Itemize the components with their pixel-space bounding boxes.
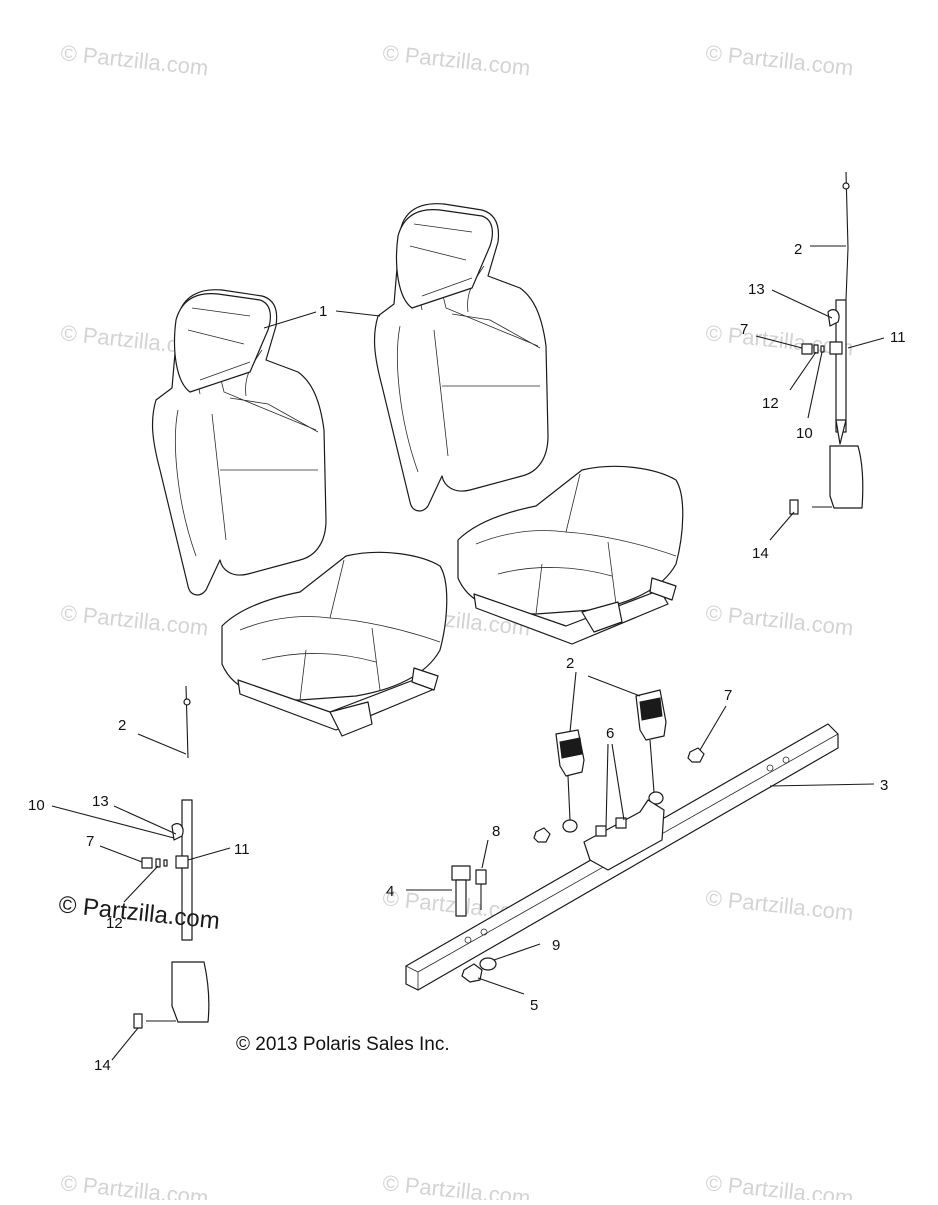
callout-long-bolt: 4 bbox=[386, 883, 394, 900]
belt-retractor-body bbox=[835, 299, 847, 433]
long-bolt-head bbox=[451, 865, 471, 881]
belt-assembly-top-right bbox=[789, 171, 864, 515]
callout-washer: 9 bbox=[552, 937, 560, 954]
callout-belt: 2 bbox=[118, 717, 126, 734]
callout-washer: 13 bbox=[92, 793, 109, 810]
crossbar-hole bbox=[782, 756, 790, 764]
belt-anchor-plate bbox=[171, 961, 210, 1023]
stud-head bbox=[475, 869, 487, 885]
callout-belt: 2 bbox=[794, 241, 802, 258]
seat-left bbox=[151, 289, 448, 737]
callout-buckle: 2 bbox=[566, 655, 574, 672]
belt-nut bbox=[829, 341, 843, 355]
belt-bolt bbox=[141, 857, 153, 869]
watermark: © Partzilla.com bbox=[704, 40, 854, 80]
callout-screw: 14 bbox=[94, 1057, 111, 1074]
callout-bushing: 10 bbox=[28, 797, 45, 814]
watermark: © Partzilla.com bbox=[59, 40, 209, 80]
callout-nut: 11 bbox=[890, 329, 906, 346]
seat-right bbox=[373, 203, 684, 645]
bracket-bolt bbox=[595, 825, 607, 837]
callout-screw: 14 bbox=[752, 545, 769, 562]
belt-clip bbox=[827, 309, 840, 327]
seat-cushion-seams bbox=[239, 559, 441, 701]
belt-spacer bbox=[813, 344, 819, 354]
callout-crossbar: 3 bbox=[880, 777, 888, 794]
belt-bushing bbox=[820, 345, 825, 353]
buckle-eye bbox=[562, 819, 578, 833]
washer bbox=[479, 957, 497, 971]
belt-guide bbox=[842, 182, 850, 190]
seat-headrest bbox=[173, 293, 271, 393]
watermark: © Partzilla.com bbox=[704, 600, 854, 640]
watermark: © Partzilla.com bbox=[59, 600, 209, 640]
seat-headrest bbox=[395, 209, 493, 309]
seat-slider bbox=[329, 701, 373, 737]
copyright-notice: © 2013 Polaris Sales Inc. bbox=[236, 1034, 450, 1055]
seat-slider bbox=[649, 577, 677, 601]
belt-assembly-left bbox=[133, 685, 210, 1029]
belt-bolt bbox=[801, 343, 813, 355]
callout-spacer: 12 bbox=[762, 395, 779, 412]
bracket-bolt bbox=[615, 817, 627, 829]
partzilla-watermark: © Partzilla.com bbox=[57, 891, 221, 935]
belt-anchor-plate bbox=[829, 445, 864, 509]
belt-bushing bbox=[163, 859, 168, 867]
callout-stud: 8 bbox=[492, 823, 500, 840]
watermark: © Partzilla.com bbox=[59, 1170, 209, 1200]
belt-screw-head bbox=[789, 499, 799, 515]
belt-strap-end bbox=[835, 419, 847, 445]
belt-strap bbox=[185, 685, 189, 759]
belt-spacer bbox=[155, 858, 161, 868]
watermark: © Partzilla.com bbox=[381, 1170, 531, 1200]
belt-guide bbox=[183, 698, 191, 706]
long-bolt-shaft bbox=[455, 879, 467, 917]
crossbar-hole bbox=[480, 928, 488, 936]
callout-bracket-bolts: 6 bbox=[606, 725, 614, 742]
callout-nut: 11 bbox=[234, 841, 250, 858]
belt-screw-head bbox=[133, 1013, 143, 1029]
callout-nut: 7 bbox=[724, 687, 732, 704]
buckle-button bbox=[639, 697, 663, 721]
belt-clip bbox=[171, 823, 184, 841]
seat-slider bbox=[581, 601, 623, 633]
buckle-button bbox=[559, 737, 583, 759]
callout-washer: 13 bbox=[748, 281, 765, 298]
hex-nut bbox=[533, 827, 551, 843]
seat-slider bbox=[411, 667, 439, 691]
buckle-eye bbox=[648, 791, 664, 805]
flange-nut bbox=[461, 963, 483, 983]
belt-retractor-body bbox=[181, 799, 193, 941]
watermark: © Partzilla.com bbox=[381, 40, 531, 80]
seat-headrest-seams bbox=[409, 223, 473, 297]
callout-spacer: 12 bbox=[106, 915, 123, 932]
buckle-assembly bbox=[555, 689, 667, 833]
callout-bolt: 7 bbox=[86, 833, 94, 850]
callout-bushing: 10 bbox=[796, 425, 813, 442]
belt-strap bbox=[845, 247, 849, 301]
watermark: © Partzilla.com bbox=[704, 885, 854, 925]
callout-labels: 1 2 13 7 11 12 10 14 2 7 6 3 8 4 9 5 2 1… bbox=[28, 241, 906, 1074]
seat-base bbox=[473, 589, 669, 645]
buckle-stem bbox=[567, 775, 571, 821]
watermark: © Partzilla.com bbox=[704, 1170, 854, 1200]
crossbar-hole bbox=[464, 936, 472, 944]
hex-nut bbox=[687, 747, 705, 763]
callout-bolt: 7 bbox=[740, 321, 748, 338]
crossbar-edge bbox=[405, 733, 839, 990]
seat-cushion-seams bbox=[475, 473, 677, 615]
belt-nut bbox=[175, 855, 189, 869]
crossbar-assembly bbox=[405, 723, 839, 991]
leader-lines bbox=[51, 245, 885, 1061]
seat-headrest-seams bbox=[187, 307, 251, 381]
callout-seat: 1 bbox=[319, 303, 327, 320]
crossbar-hole bbox=[766, 764, 774, 772]
seat-cushion bbox=[457, 465, 684, 615]
buckle-stem bbox=[649, 739, 655, 793]
seatbelt-bracket bbox=[583, 799, 665, 871]
callout-nut: 5 bbox=[530, 997, 538, 1014]
